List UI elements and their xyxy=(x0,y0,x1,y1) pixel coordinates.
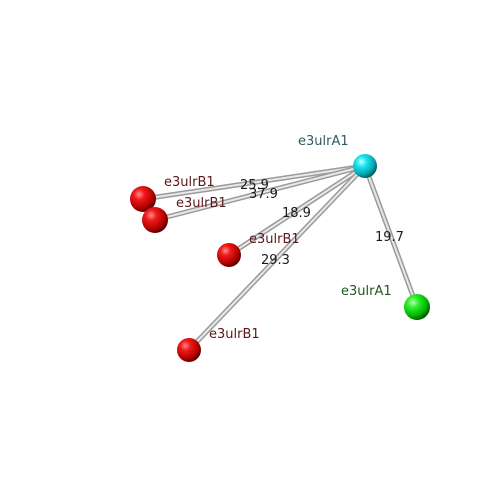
atom-red-3 xyxy=(217,243,241,267)
edge-hub-r2 xyxy=(152,163,368,223)
atom-label-r1: e3ulrB1 xyxy=(164,175,215,190)
atom-label-r4: e3ulrB1 xyxy=(209,327,260,342)
atom-cyan-hub xyxy=(353,154,377,178)
distance-label-r3: 18.9 xyxy=(282,206,311,221)
distance-label-r1: 25.9 xyxy=(240,178,269,193)
edge-hub-g1 xyxy=(362,163,420,310)
distance-label-r4: 29.3 xyxy=(261,253,290,268)
edge-hub-r1 xyxy=(140,163,368,202)
edge-hub-r4 xyxy=(186,163,368,353)
atom-red-2 xyxy=(142,207,168,233)
atom-label-hub: e3ulrA1 xyxy=(298,134,349,149)
atom-red-1 xyxy=(130,186,156,212)
distance-label-g1: 19.7 xyxy=(375,230,404,245)
atom-green-1 xyxy=(404,294,430,320)
atom-label-r2: e3ulrB1 xyxy=(176,196,227,211)
distance-label-r2: 37.9 xyxy=(249,187,278,202)
atom-label-g1: e3ulrA1 xyxy=(341,284,392,299)
edge-hub-r3 xyxy=(226,163,368,258)
atom-red-4 xyxy=(177,338,201,362)
atom-label-r3: e3ulrB1 xyxy=(249,232,300,247)
